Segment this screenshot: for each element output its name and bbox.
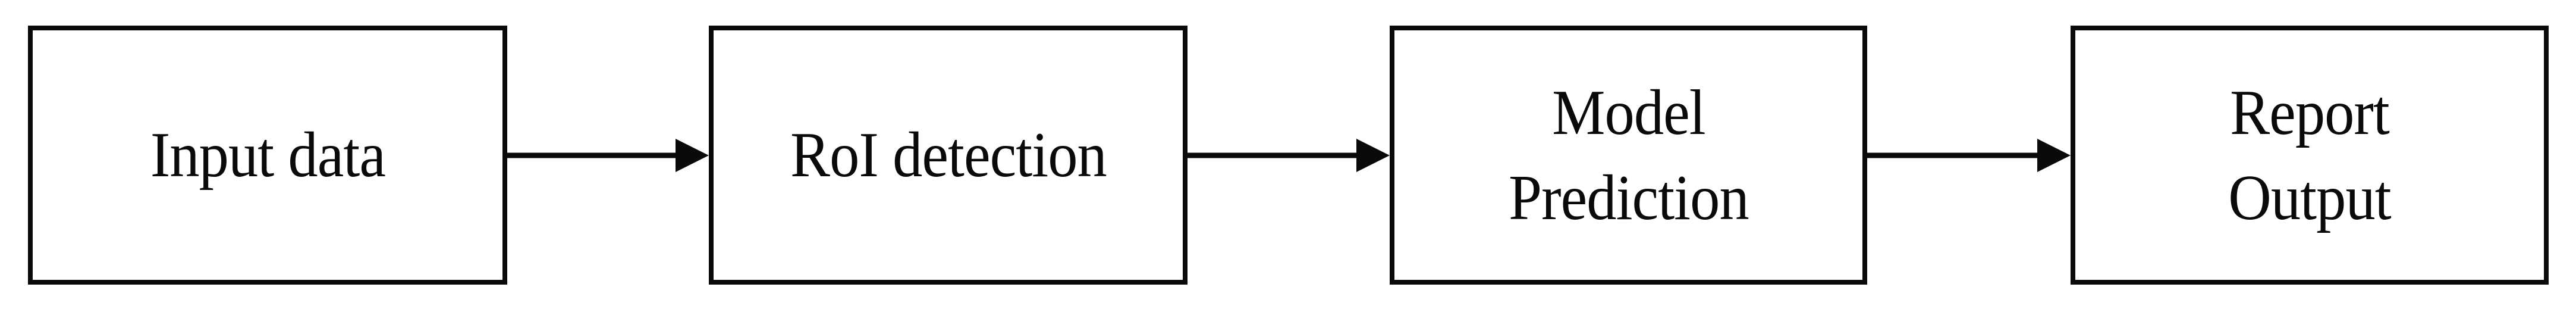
flow-node-label: RoI detection [790, 120, 1107, 191]
arrow-icon [507, 139, 709, 172]
flow-node-label: Model Prediction [1508, 77, 1749, 233]
arrow-icon [1867, 139, 2071, 172]
flow-node-roi-detection[interactable]: RoI detection [709, 26, 1188, 285]
flow-node-label: Input data [150, 120, 385, 191]
flow-node-report-output[interactable]: Report Output [2071, 26, 2549, 285]
flow-node-model-prediction[interactable]: Model Prediction [1390, 26, 1867, 285]
flow-arrow-input-to-roi [507, 138, 709, 173]
flow-arrow-model-to-report [1867, 138, 2071, 173]
arrow-icon [1188, 139, 1390, 172]
flow-node-label: Report Output [2228, 77, 2391, 233]
flow-node-input-data[interactable]: Input data [28, 26, 507, 285]
flow-arrow-roi-to-model [1188, 138, 1390, 173]
